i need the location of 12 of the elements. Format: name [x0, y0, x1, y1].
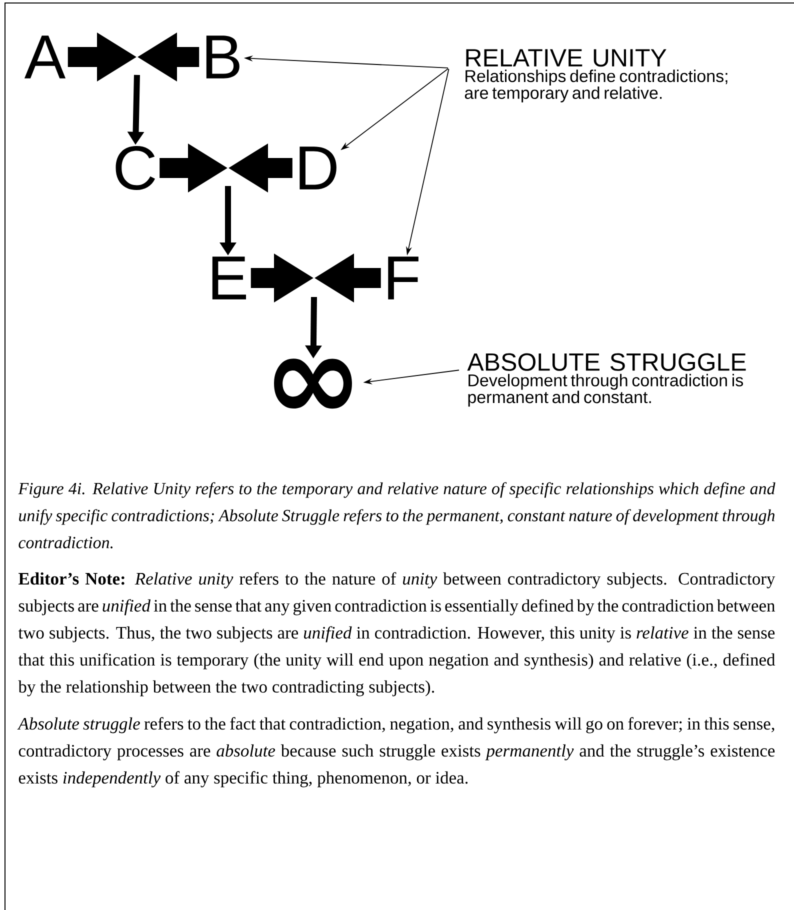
letter-label: F: [388, 256, 418, 300]
letter-label: A: [24, 36, 66, 78]
note-paragraph: Absolute struggle refers to the fact that contradiction, negation, and synthesis will go on forever; in this sense, contradictory processes are absolute because such struggle exists permanently and the struggle’s existence exists independently of any specific thing, phenomenon, or idea.: [17, 717, 775, 788]
letter-label: B: [206, 36, 240, 78]
letter-label: C: [116, 146, 156, 190]
letter-label: E: [212, 256, 246, 300]
infinity-symbol: ∞: [274, 358, 352, 409]
callout-text: RELATIVE UNITY Relationships define contradictions; are temporary and relative.: [464, 49, 728, 102]
figure-caption: Figure 4i. Relative Unity refers to the temporary and relative nature of specific relationships which define and unify specific contradictions; Absolute Struggle refers to the permanent, constant nature of development through contradiction.: [18, 482, 776, 548]
note-paragraph: Editor’s Note: Relative unity refers to the nature of unity between contradictory subjects. Contradictory subjects are unified in the sense that any given contradiction is essentially defined by the contradiction between two subjects. Thus, the two subjects are unified in contradiction. However, this unity is relative in the sense that this unification is temporary (the unity will end upon negation and synthesis) and relative (i.e., defined by the relationship between the two contradicting subjects).: [18, 572, 776, 696]
letter-label: D: [300, 146, 336, 190]
callout-text: ABSOLUTE STRUGGLE Development through contradiction is permanent and constant.: [467, 353, 746, 407]
